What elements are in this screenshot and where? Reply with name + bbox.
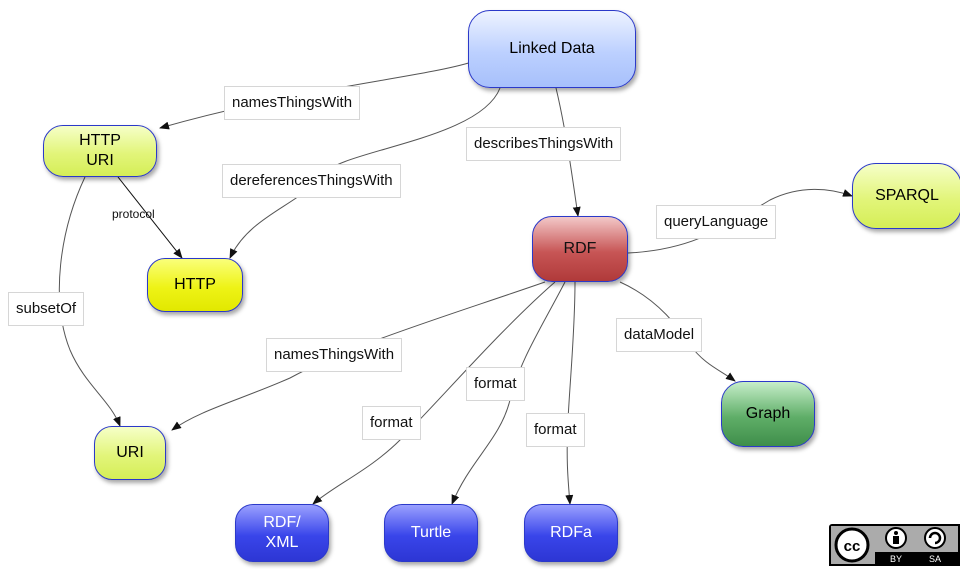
- node-sparql: SPARQL: [852, 163, 960, 229]
- node-linked-data: Linked Data: [468, 10, 636, 88]
- node-rdfa: RDFa: [524, 504, 618, 562]
- edge-label-query-language: queryLanguage: [656, 205, 777, 239]
- edge-format-rdf-rdfa: [565, 281, 576, 505]
- edge-querylanguage-rdf-sparql: [627, 188, 853, 254]
- node-turtle: Turtle: [384, 504, 478, 562]
- edge-label-protocol: protocol: [112, 207, 155, 221]
- node-rdf: RDF: [532, 216, 628, 282]
- edge-subsetof-httpuri-uri: [58, 176, 121, 427]
- edge-label-subset-of: subsetOf: [8, 292, 85, 326]
- edge-label-names-things-with-rdf: namesThingsWith: [266, 338, 403, 372]
- node-http: HTTP: [147, 258, 243, 312]
- edge-label-data-model: dataModel: [616, 318, 703, 352]
- node-uri: URI: [94, 426, 166, 480]
- node-http-uri: HTTP URI: [43, 125, 157, 177]
- edge-label-describes-things-with: describesThingsWith: [466, 127, 622, 161]
- edge-label-format-turtle: format: [466, 367, 525, 401]
- cc-by-sa-icon: cc BY SA: [831, 526, 958, 564]
- edge-protocol-httpuri-http: [117, 176, 183, 259]
- svg-text:cc: cc: [844, 538, 861, 555]
- cc-by-sa-badge: cc BY SA: [829, 524, 960, 566]
- node-graph: Graph: [721, 381, 815, 447]
- edge-label-format-rdfa: format: [526, 413, 585, 447]
- node-rdf-xml: RDF/ XML: [235, 504, 329, 562]
- cc-by-label: BY: [890, 554, 902, 564]
- edge-label-format-rdfxml: format: [362, 406, 421, 440]
- edge-label-names-things-with: namesThingsWith: [224, 86, 361, 120]
- edge-label-dereferences-things-with: dereferencesThingsWith: [222, 164, 401, 198]
- cc-sa-label: SA: [929, 554, 941, 564]
